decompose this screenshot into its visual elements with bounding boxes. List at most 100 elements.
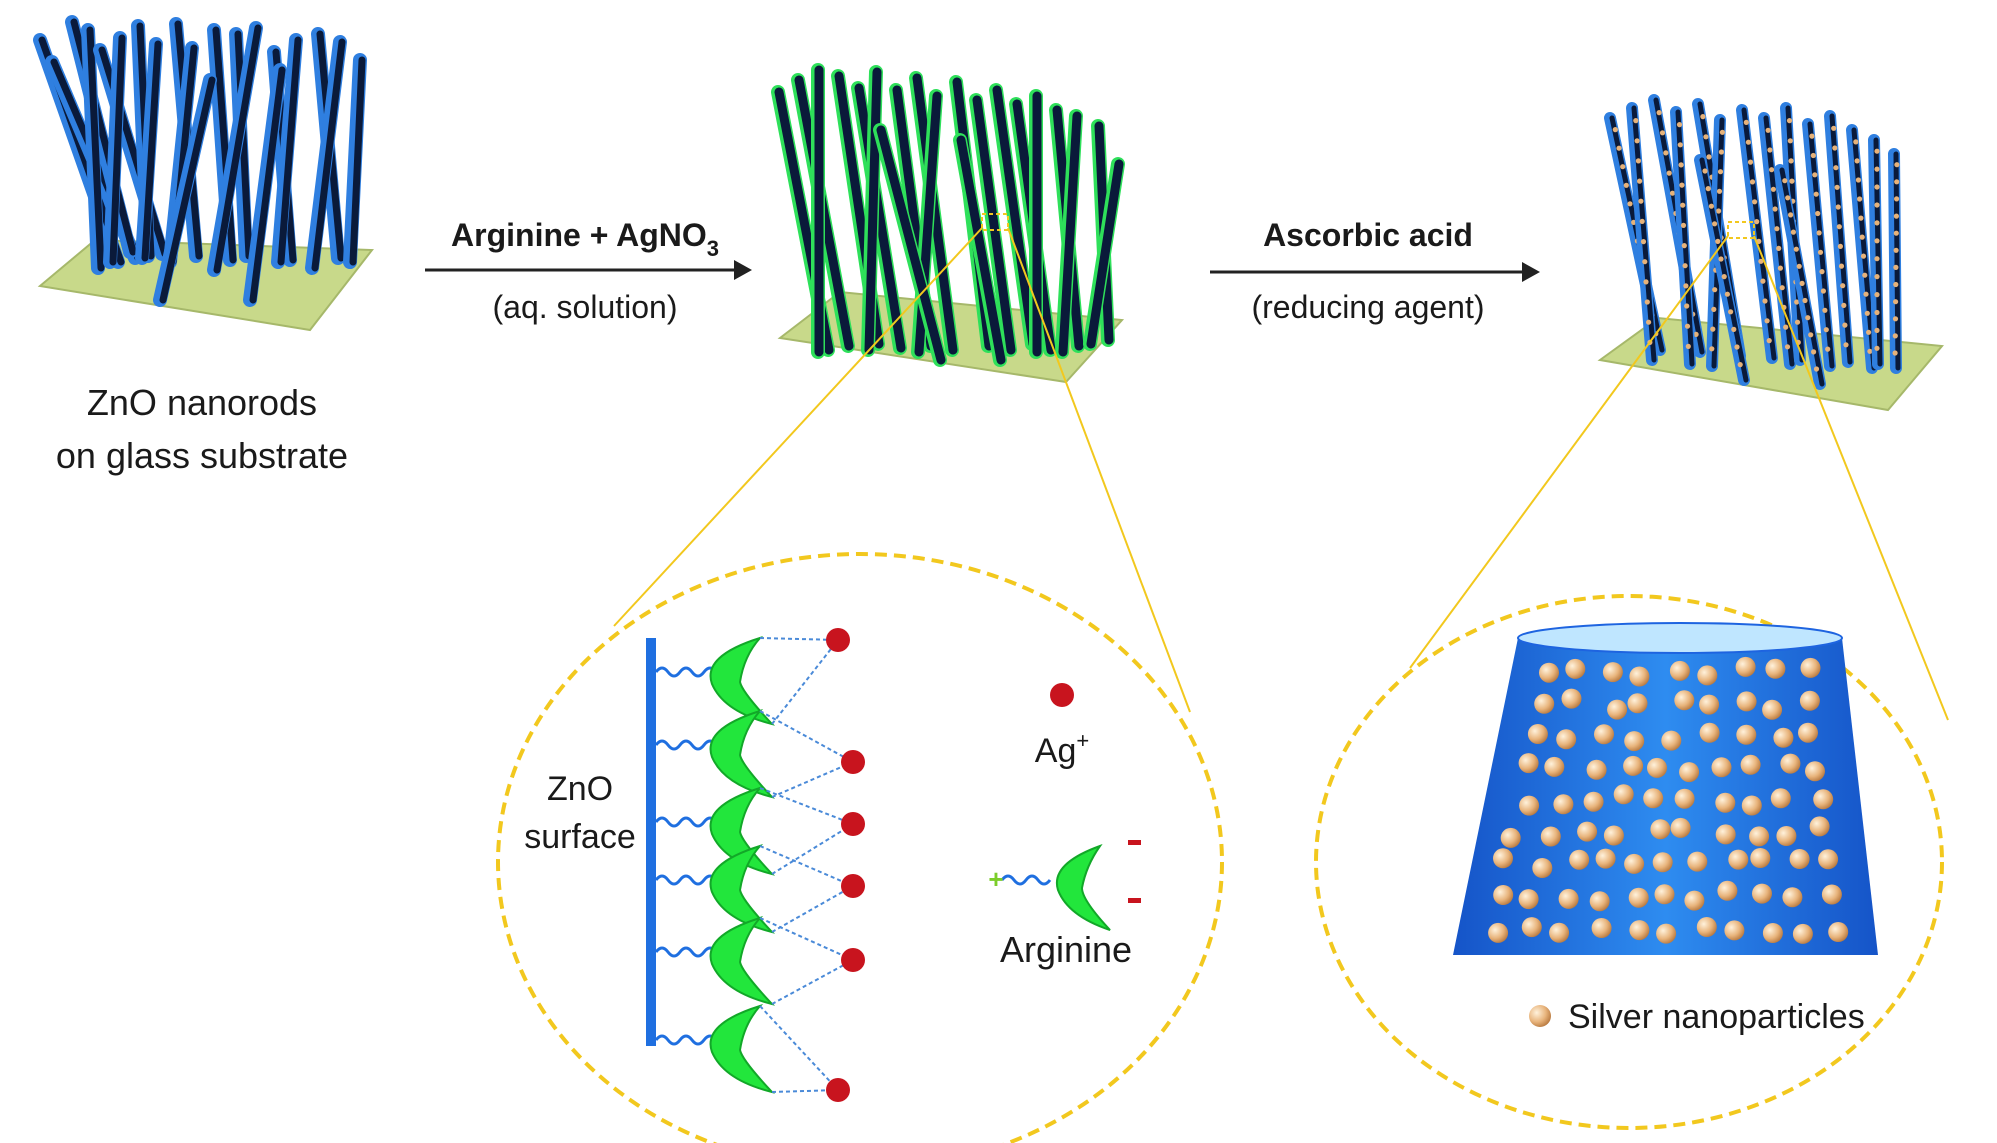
arginine-tail: [654, 816, 718, 828]
silver-dot: [1793, 246, 1799, 252]
silver-nanoparticle: [1752, 883, 1772, 904]
silver-dot: [1825, 346, 1831, 352]
silver-dot: [1811, 349, 1817, 355]
coordination-bond: [759, 1005, 839, 1091]
silver-dot: [1719, 129, 1725, 135]
silver-nanoparticle: [1629, 920, 1650, 941]
panel-arginine-coated: [771, 63, 1125, 384]
silver-dot: [1635, 158, 1641, 164]
coated-nanorod-core: [1058, 111, 1082, 357]
silver-dot: [1684, 303, 1690, 309]
silver-dot: [1894, 196, 1900, 202]
silver-dot: [1874, 220, 1880, 226]
silver-nanoparticle: [1789, 849, 1810, 869]
silver-dot: [1703, 134, 1709, 140]
silver-dot: [1783, 324, 1789, 330]
silver-dot: [1860, 253, 1867, 259]
silver-nanoparticle: [1627, 693, 1648, 714]
silver-dot: [1866, 329, 1872, 335]
silver-dot: [1680, 222, 1687, 228]
silver-dot: [1709, 346, 1715, 352]
silver-nanoparticle: [1553, 794, 1574, 815]
coordination-bond: [771, 761, 854, 798]
silver-dot: [1859, 234, 1865, 240]
silver-nanoparticle: [1800, 657, 1821, 678]
silver-dot: [1894, 162, 1900, 168]
silver-dot: [1892, 350, 1898, 356]
silver-dot: [1784, 344, 1791, 350]
silver-dot: [1731, 326, 1737, 332]
arrow1-top-subscript: 3: [707, 236, 719, 261]
coordination-bond: [759, 710, 854, 763]
arrow1-bottom-label: (aq. solution): [493, 289, 678, 325]
silver-dot: [1842, 322, 1848, 328]
arginine-inset: [646, 628, 1141, 1102]
silver-dot: [1702, 168, 1708, 174]
silver-nanoparticle: [1534, 693, 1555, 714]
silver-nanoparticle: [1602, 662, 1623, 683]
coated-nanorod-core: [992, 85, 1038, 349]
decorated-nanorod-core: [1779, 167, 1825, 387]
silver-nanoparticle: [1613, 784, 1634, 805]
nanorod-core: [141, 40, 162, 262]
panel-zno-nanorods: [33, 15, 374, 332]
arginine-head: [709, 843, 776, 934]
silver-nanoparticle: [1493, 848, 1513, 869]
silver-nanoparticle: [1750, 848, 1771, 868]
decorated-nanorod-core: [1699, 157, 1749, 383]
silver-dot: [1717, 169, 1724, 175]
silver-nanoparticle: [1762, 923, 1783, 943]
ag-ion: [841, 812, 865, 836]
silver-dot: [1776, 245, 1782, 251]
silver-dot: [1823, 327, 1829, 333]
silver-nanoparticle: [1715, 824, 1736, 845]
silver-dot: [1817, 249, 1824, 255]
coordination-bond: [759, 787, 854, 825]
silver-dot: [1796, 263, 1802, 269]
arginine-label: Arginine: [1000, 929, 1132, 970]
arginine-head: [709, 915, 776, 1006]
silver-dot: [1743, 119, 1749, 125]
silver-nanoparticle: [1798, 722, 1818, 743]
coordination-bond: [759, 637, 839, 641]
silver-nanoparticle: [1650, 819, 1671, 840]
silver-dot: [1863, 291, 1869, 297]
silver-dot: [1835, 204, 1841, 210]
silver-nanoparticle: [1773, 727, 1794, 748]
silver-dot: [1813, 191, 1819, 197]
silver-dot: [1832, 145, 1838, 151]
silver-dot: [1666, 170, 1672, 176]
silver-dot: [1680, 202, 1686, 208]
silver-nanoparticle: [1652, 852, 1673, 873]
silver-dot: [1822, 307, 1828, 313]
decorated-nanorod-core: [1741, 107, 1777, 361]
silver-dot: [1893, 281, 1899, 288]
silver-nanoparticle: [1527, 724, 1548, 744]
silver-dot: [1762, 298, 1768, 304]
silver-nanoparticle: [1661, 730, 1682, 751]
arrow-step-1: [425, 260, 752, 280]
ag-ion-label-superscript: +: [1076, 728, 1089, 753]
silver-dot: [1708, 203, 1714, 209]
silver-dot: [1766, 338, 1772, 344]
silver-nanoparticle: [1623, 755, 1644, 776]
silver-nanoparticle: [1699, 694, 1720, 715]
silver-dot: [1786, 118, 1793, 124]
silver-dot: [1790, 229, 1796, 235]
silver-dot: [1705, 186, 1711, 192]
silver-nanoparticle: [1518, 753, 1539, 774]
silver-dot: [1867, 348, 1873, 354]
silver-inset: [1453, 622, 1878, 1027]
silver-dot: [1874, 309, 1880, 316]
silver-dot: [1700, 114, 1706, 120]
silver-dot: [1862, 272, 1868, 278]
silver-dot: [1656, 110, 1662, 116]
silver-nanoparticle: [1549, 922, 1570, 943]
silver-nanoparticle: [1809, 816, 1830, 837]
coordination-bond: [771, 885, 854, 933]
coated-nanorod-core: [1086, 159, 1124, 349]
silver-dot: [1681, 243, 1687, 249]
silver-dot: [1858, 215, 1864, 221]
ag-ion: [826, 1078, 850, 1102]
